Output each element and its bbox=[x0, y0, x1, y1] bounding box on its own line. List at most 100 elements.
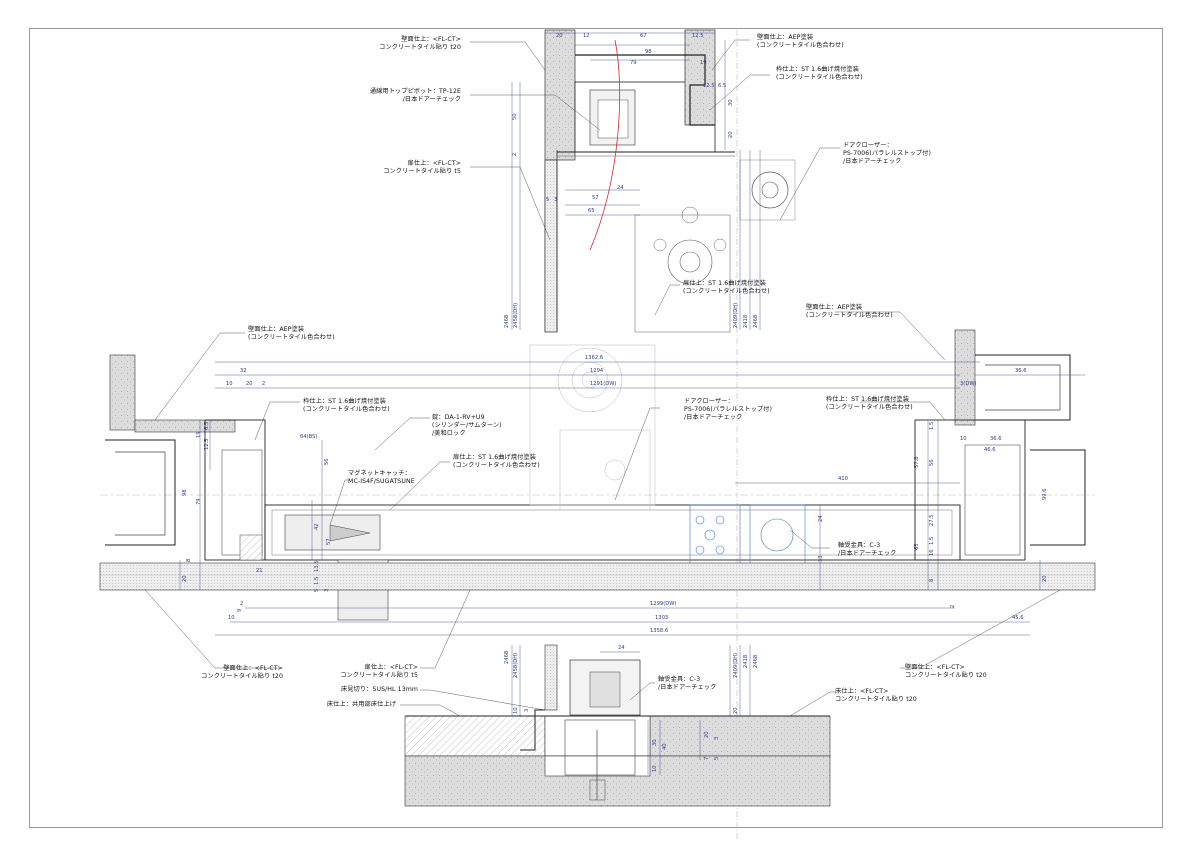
dim-label: 36.6 bbox=[990, 436, 1002, 442]
dim-label: 30 bbox=[652, 739, 658, 746]
dim-label: 64(BS) bbox=[300, 434, 318, 440]
dim-label: 2 bbox=[240, 601, 244, 607]
dim-label: 1.5 bbox=[929, 536, 935, 545]
note-bottom-floor-right: 床仕上：<FL-CT> コンクリートタイル貼り t20 bbox=[835, 688, 917, 704]
dim-label: 57 bbox=[592, 195, 599, 201]
dim-label: 3 bbox=[554, 197, 558, 203]
note-line: 床仕上：共用部床仕上げ bbox=[326, 701, 396, 708]
dim-label: 32 bbox=[240, 368, 247, 374]
dim-label: 79 bbox=[630, 60, 637, 66]
dim-label: 2 bbox=[950, 604, 956, 608]
dim-label: 16 bbox=[929, 549, 935, 556]
dim-label: 2 bbox=[512, 152, 518, 156]
dim-label: 3 bbox=[524, 708, 530, 712]
dim-label: 56 bbox=[929, 459, 935, 466]
note-line: 壁面仕上：AEP塗装 bbox=[248, 326, 305, 333]
dim-label: 56 bbox=[324, 458, 330, 465]
dim-label: 2468 bbox=[504, 314, 510, 328]
dim-label: 20 bbox=[733, 707, 739, 714]
note-line: 床仕上：<FL-CT> bbox=[835, 688, 889, 695]
note-plan-wall-left: 壁面仕上：AEP塗装 (コンクリートタイル色合わせ) bbox=[248, 326, 335, 342]
note-plan-lock: 錠：DA-1-RV+U9 (シリンダー/サムターン) /美和ロック bbox=[432, 414, 502, 438]
plan-right-frame bbox=[914, 419, 1026, 561]
note-top-closer: ドアクローザー： PS-7006(パラレルストップ付) /日本ドアーチェック bbox=[843, 142, 931, 166]
dim-label: 13.5 bbox=[314, 560, 320, 572]
dim-label: 42 bbox=[314, 523, 320, 530]
dim-label: 45.6 bbox=[1012, 615, 1024, 621]
note-bottom-bearing: 軸受金具：C-3 /日本ドアーチェック bbox=[658, 676, 716, 692]
dim-label: 98 bbox=[182, 489, 188, 496]
note-line: 錠：DA-1-RV+U9 bbox=[432, 414, 485, 421]
note-line: (コンクリートタイル色合わせ) bbox=[826, 404, 913, 411]
note-plan-closer: ドアクローザー： PS-7006(パラレルストップ付) /日本ドアーチェック bbox=[684, 398, 772, 422]
dim-label: 20 bbox=[704, 731, 710, 738]
dim-label: 2 bbox=[262, 381, 266, 387]
dim-label: 8 bbox=[186, 558, 192, 562]
dim-label: 33 bbox=[818, 555, 824, 562]
note-line: コンクリートタイル貼り t5 bbox=[340, 672, 418, 679]
dim-label: 24 bbox=[617, 185, 624, 191]
dim-label: 2418 bbox=[743, 314, 749, 328]
note-line: (コンクリートタイル色合わせ) bbox=[776, 74, 863, 81]
dim-label: 12.5 bbox=[204, 438, 210, 450]
note-bottom-floor: 床仕上：共用部床仕上げ bbox=[268, 701, 396, 709]
dim-label: 27.5 bbox=[929, 514, 935, 526]
note-line: 壁面仕上：AEP塗装 bbox=[757, 34, 814, 41]
dim-label: 2468 bbox=[753, 314, 759, 328]
dim-label: 9 bbox=[237, 608, 243, 612]
dim-label: 24 bbox=[818, 515, 824, 522]
note-top-wall-right: 壁面仕上：AEP塗装 (コンクリートタイル色合わせ) bbox=[757, 34, 844, 50]
note-line: 軸受金具：C-3 bbox=[838, 542, 881, 549]
dim-label: 1358.6 bbox=[650, 628, 669, 634]
note-line: (コンクリートタイル色合わせ) bbox=[757, 42, 844, 49]
note-line: コンクリートタイル貼り t20 bbox=[201, 673, 283, 680]
dim-label: 10 bbox=[226, 381, 233, 387]
dim-label: 6.5 bbox=[718, 83, 727, 89]
dim-label: 40 bbox=[662, 743, 668, 750]
note-line: PS-7006(パラレルストップ付) bbox=[684, 406, 772, 413]
note-line: /日本ドアーチェック bbox=[843, 158, 902, 165]
note-line: 通線用トップピボット：TP-12E bbox=[369, 88, 461, 95]
bottom-sill-strip bbox=[520, 709, 545, 751]
dim-label: 6.5 bbox=[204, 421, 210, 430]
dim-label: 10 bbox=[960, 436, 967, 442]
dim-label: 2409(DH) bbox=[733, 652, 739, 678]
dim-label: 12.5 bbox=[703, 83, 715, 89]
dim-label: 20 bbox=[182, 575, 188, 582]
dim-label: 3 bbox=[714, 736, 720, 740]
note-top-door-face: 扉仕上：<FL-CT> コンクリートタイル貼り t5 bbox=[335, 160, 461, 176]
note-bottom-door-face: 扉仕上：<FL-CT> コンクリートタイル貼り t5 bbox=[290, 664, 418, 680]
dim-label: 5 bbox=[314, 588, 320, 592]
note-line: 軸受金具：C-3 bbox=[658, 676, 701, 683]
note-line: /日本ドアーチェック bbox=[838, 550, 897, 557]
note-line: 扉仕上：<FL-CT> bbox=[364, 664, 418, 671]
note-line: 壁面仕上：<FL-CT> bbox=[223, 665, 283, 672]
note-line: コンクリートタイル貼り t5 bbox=[383, 168, 461, 175]
dim-label: 21 bbox=[256, 568, 263, 574]
dim-label: 46.6 bbox=[984, 447, 996, 453]
note-line: /日本ドアーチェック bbox=[684, 414, 743, 421]
note-line: コンクリートタイル貼り t20 bbox=[835, 696, 917, 703]
note-bottom-sill: 床見切り：SUS/HL 13mm bbox=[290, 686, 418, 694]
dim-label: 2458(DH) bbox=[513, 302, 519, 328]
note-bottom-wall-right: 壁面仕上：<FL-CT> コンクリートタイル貼り t20 bbox=[905, 664, 987, 680]
top-closer-arm bbox=[751, 171, 789, 209]
dim-label: 1.5 bbox=[314, 576, 320, 585]
note-line: 床見切り：SUS/HL 13mm bbox=[340, 686, 418, 693]
dim-label: 79 bbox=[196, 498, 202, 505]
dim-label: 57.8 bbox=[914, 456, 920, 468]
note-line: (シリンダー/サムターン) bbox=[432, 422, 502, 429]
dim-label: 5 bbox=[546, 197, 550, 203]
note-top-pivot: 通線用トップピボット：TP-12E /日本ドアーチェック bbox=[335, 88, 461, 104]
dim-label: 3 bbox=[324, 588, 330, 592]
note-line: マグネットキャッチ： bbox=[348, 470, 411, 477]
note-plan-frame-left: 枠仕上：ST 1.6曲げ焼付塗装 (コンクリートタイル色合わせ) bbox=[303, 398, 390, 414]
dim-label: 36.6 bbox=[1015, 368, 1027, 374]
note-line: ドアクローザー： bbox=[684, 398, 734, 405]
dim-label: 1299(DW) bbox=[650, 601, 677, 607]
drawing-border bbox=[29, 28, 1163, 828]
note-top-frame: 枠仕上：ST 1.6曲げ焼付塗装 (コンクリートタイル色合わせ) bbox=[776, 66, 863, 82]
dim-label: 1294 bbox=[590, 368, 604, 374]
